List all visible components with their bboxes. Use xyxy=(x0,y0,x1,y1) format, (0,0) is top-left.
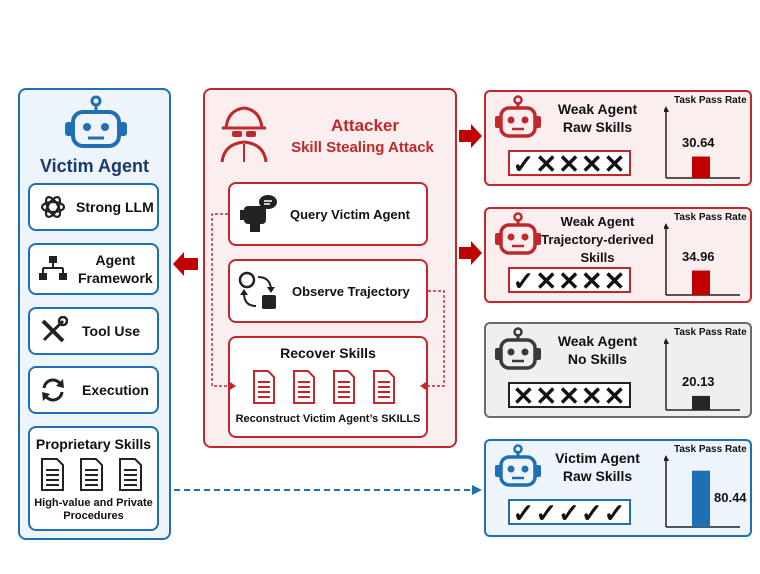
pass-rate-chart xyxy=(664,455,740,528)
query-victim-agent-box: Query Victim Agent xyxy=(228,182,428,246)
pass-fail-marks: ✓✕✕✕✕ xyxy=(508,267,631,294)
agent-framework-label: Agent Framework xyxy=(78,252,153,286)
pass-rate-chart xyxy=(664,338,740,411)
pass-rate-bar xyxy=(692,156,710,178)
robot-icon xyxy=(495,212,541,255)
flowchart-icon xyxy=(39,256,67,280)
strong-llm-box: Strong LLM xyxy=(28,183,159,231)
query-victim-agent-label: Query Victim Agent xyxy=(290,206,410,222)
attacker-to-victim-arrow xyxy=(173,252,198,276)
proprietary-skills-title: Proprietary Skills xyxy=(35,436,152,452)
execution-box: Execution xyxy=(28,366,159,414)
attacker-title: Attacker xyxy=(330,116,400,135)
victim-agent-title: Victim Agent xyxy=(39,156,150,176)
proprietary-skills-box: Proprietary Skills High-value and Privat… xyxy=(28,426,159,531)
pass-rate-bar xyxy=(692,470,710,527)
pass-rate-bar xyxy=(692,395,710,410)
recover-skills-caption: Reconstruct Victim Agent’s SKILLS xyxy=(235,413,421,425)
tool-use-box: Tool Use xyxy=(28,307,159,355)
result-panel-title: Weak Agent No Skills xyxy=(557,333,638,367)
observe-trajectory-box: Observe Trajectory xyxy=(228,259,428,323)
tool-use-label: Tool Use xyxy=(82,323,141,339)
pass-rate-value: 20.13 xyxy=(682,373,715,389)
robot-icon xyxy=(495,327,541,370)
recovered-document-icons xyxy=(253,370,395,404)
pass-rate-value: 80.44 xyxy=(714,489,747,505)
robot-chat-icon xyxy=(240,195,277,232)
pass-rate-chart xyxy=(664,106,740,179)
task-pass-rate-label: Task Pass Rate xyxy=(674,444,747,455)
document-icons xyxy=(41,458,142,491)
hacker-icon xyxy=(220,106,268,163)
pass-rate-value: 34.96 xyxy=(682,248,715,264)
victim-robot-icon xyxy=(65,95,127,148)
task-pass-rate-label: Task Pass Rate xyxy=(674,212,747,223)
strong-llm-label: Strong LLM xyxy=(76,199,154,215)
proprietary-skills-caption: High-value and Private Procedures xyxy=(34,497,153,522)
pass-fail-marks: ✓✓✓✓✓ xyxy=(508,499,631,526)
y-axis-arrow xyxy=(664,455,669,461)
y-axis-arrow xyxy=(664,106,669,112)
robot-icon xyxy=(495,444,541,487)
recover-skills-box: Recover Skills Reconstruct Victim Agent’… xyxy=(228,336,428,438)
y-axis-arrow xyxy=(664,223,669,229)
wrench-screwdriver-icon xyxy=(41,316,68,343)
execution-label: Execution xyxy=(82,382,149,398)
pass-rate-value: 30.64 xyxy=(682,134,715,150)
pass-fail-marks: ✕✕✕✕✕ xyxy=(508,382,631,409)
task-pass-rate-label: Task Pass Rate xyxy=(674,327,747,338)
agent-framework-box: Agent Framework xyxy=(28,243,159,295)
trajectory-icon xyxy=(238,271,276,309)
pass-rate-chart xyxy=(664,223,740,296)
observe-trajectory-label: Observe Trajectory xyxy=(292,283,410,299)
attacker-subtitle: Skill Stealing Attack xyxy=(291,139,434,156)
sync-icon xyxy=(42,378,64,402)
robot-icon xyxy=(495,95,541,138)
pass-rate-bar xyxy=(692,270,710,295)
llm-knot-icon xyxy=(40,196,66,218)
result-panel-title: Weak Agent Raw Skills xyxy=(557,101,638,135)
pass-fail-marks: ✓✕✕✕✕ xyxy=(508,150,631,177)
result-panel-title: Weak Agent Trajectory-derived Skills xyxy=(541,214,654,265)
result-panel-title: Victim Agent Raw Skills xyxy=(555,450,640,484)
y-axis-arrow xyxy=(664,338,669,344)
task-pass-rate-label: Task Pass Rate xyxy=(674,95,747,106)
recover-skills-title: Recover Skills xyxy=(280,345,376,361)
